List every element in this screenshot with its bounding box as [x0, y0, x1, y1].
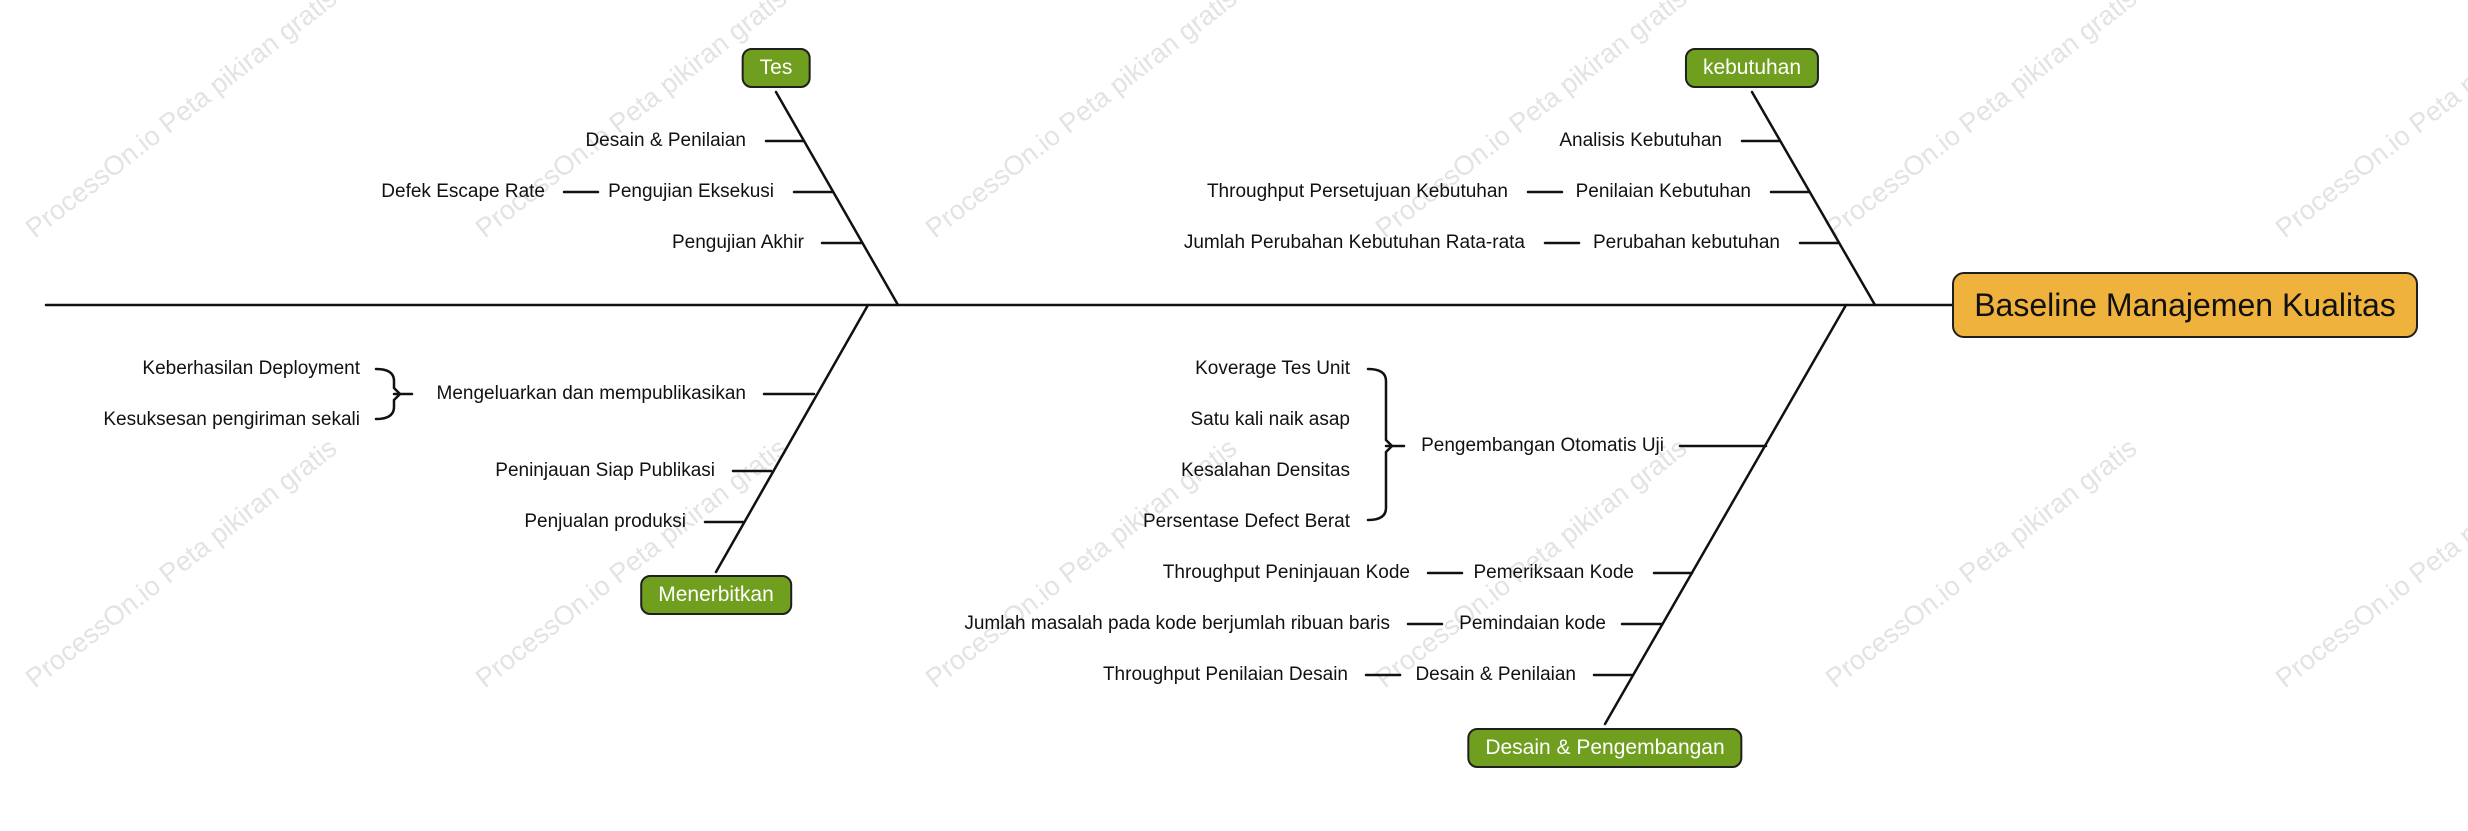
- detail-jumlah-perubahan[interactable]: Jumlah Perubahan Kebutuhan Rata-rata: [1183, 232, 1525, 253]
- head-label: Baseline Manajemen Kualitas: [1974, 286, 2396, 323]
- bone-desain-pengembangan: [1603, 303, 1848, 726]
- category-menerbitkan[interactable]: Menerbitkan: [640, 575, 792, 615]
- detail-jumlah-masalah-kode[interactable]: Jumlah masalah pada kode berjumlah ribua…: [964, 613, 1390, 634]
- brace-otomatis: [1366, 367, 1394, 522]
- detail-throughput-persetujuan[interactable]: Throughput Persetujuan Kebutuhan: [1206, 181, 1508, 202]
- cause-kebutuhan-analisis[interactable]: Analisis Kebutuhan: [1559, 130, 1722, 151]
- bone-tes: [774, 90, 900, 307]
- cause-tes-pengujian-akhir[interactable]: Pengujian Akhir: [671, 232, 804, 253]
- detail-persentase-defect-berat[interactable]: Persentase Defect Berat: [1143, 511, 1350, 532]
- detail-koverage-tes-unit[interactable]: Koverage Tes Unit: [1195, 358, 1350, 379]
- cause-menerbitkan-penjualan[interactable]: Penjualan produksi: [524, 511, 686, 532]
- category-tes[interactable]: Tes: [741, 48, 811, 88]
- cause-dp-otomatis-uji[interactable]: Pengembangan Otomatis Uji: [1421, 435, 1664, 456]
- cause-tes-pengujian-eksekusi[interactable]: Pengujian Eksekusi: [608, 181, 774, 202]
- cause-kebutuhan-perubahan[interactable]: Perubahan kebutuhan: [1593, 232, 1780, 253]
- detail-kesuksesan-pengiriman[interactable]: Kesuksesan pengiriman sekali: [103, 409, 360, 430]
- bone-menerbitkan: [714, 303, 870, 574]
- cause-kebutuhan-penilaian[interactable]: Penilaian Kebutuhan: [1575, 181, 1751, 202]
- cause-menerbitkan-peninjauan[interactable]: Peninjauan Siap Publikasi: [495, 460, 715, 481]
- cause-dp-pemeriksaan-kode[interactable]: Pemeriksaan Kode: [1473, 562, 1634, 583]
- cause-menerbitkan-mengeluarkan[interactable]: Mengeluarkan dan mempublikasikan: [436, 383, 746, 404]
- category-desain-pengembangan[interactable]: Desain & Pengembangan: [1467, 728, 1743, 768]
- detail-keberhasilan-deployment[interactable]: Keberhasilan Deployment: [142, 358, 360, 379]
- bone-kebutuhan: [1750, 90, 1877, 307]
- detail-kesalahan-densitas[interactable]: Kesalahan Densitas: [1181, 460, 1350, 481]
- detail-satu-kali-naik-asap[interactable]: Satu kali naik asap: [1190, 409, 1351, 430]
- category-kebutuhan[interactable]: kebutuhan: [1684, 48, 1820, 88]
- cause-dp-pemindaian-kode[interactable]: Pemindaian kode: [1459, 613, 1606, 634]
- cause-tes-desain-penilaian[interactable]: Desain & Penilaian: [585, 130, 746, 151]
- detail-throughput-peninjauan-kode[interactable]: Throughput Peninjauan Kode: [1162, 562, 1410, 583]
- brace-mengeluarkan: [374, 367, 402, 421]
- cause-dp-desain-penilaian[interactable]: Desain & Penilaian: [1415, 664, 1576, 685]
- detail-throughput-penilaian-desain[interactable]: Throughput Penilaian Desain: [1102, 664, 1348, 685]
- fishbone-head[interactable]: Baseline Manajemen Kualitas: [1952, 272, 2418, 338]
- detail-defek-escape-rate[interactable]: Defek Escape Rate: [381, 181, 545, 202]
